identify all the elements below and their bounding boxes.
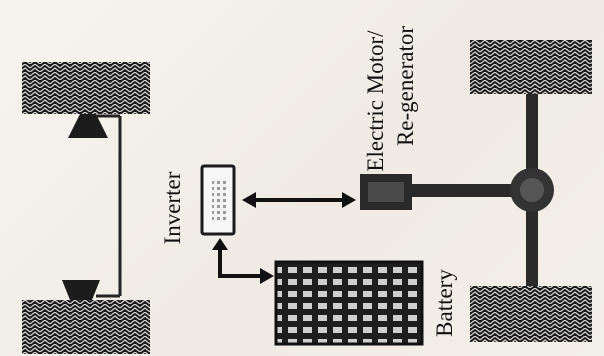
battery-label: Battery [432,269,457,337]
left-bottom-wheel [22,300,150,354]
left-bottom-mount [62,280,100,300]
electric-motor [360,174,412,210]
inverter-label: Inverter [160,171,185,245]
left-top-wheel [22,62,150,114]
left-top-mount [68,114,108,138]
inverter-inner [212,178,226,222]
inverter-block [200,164,236,236]
inverter-battery-arrow [212,238,274,284]
right-bottom-wheel [470,286,592,342]
left-wheel-assembly [22,62,150,354]
battery-pack [274,260,424,346]
drive-shaft [412,184,516,197]
inverter-motor-arrow [242,192,356,208]
motor-label-line2: Re-generator [393,25,418,147]
motor-label-line1: Electric Motor/ [363,30,388,172]
right-top-wheel [470,40,592,94]
right-wheel-assembly [470,40,592,342]
